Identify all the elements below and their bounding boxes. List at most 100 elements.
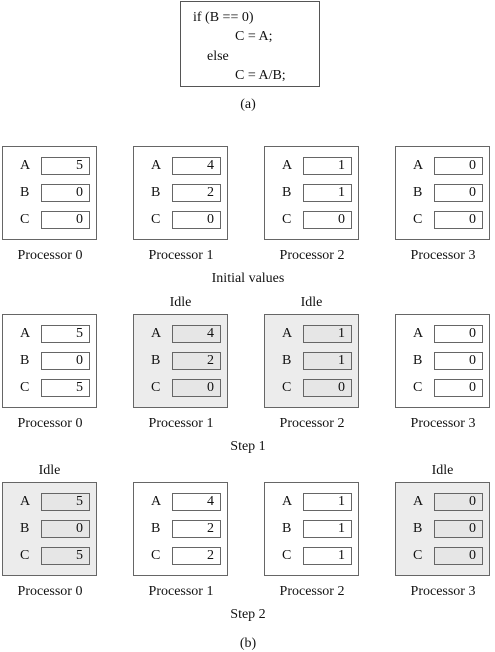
code-line-else-body: C = A/B;	[235, 68, 286, 83]
code-line-if: if (B == 0)	[193, 10, 254, 25]
register-value-b: 0	[434, 520, 483, 538]
caption-a: (a)	[240, 97, 256, 112]
processor-label: Processor 3	[410, 416, 476, 431]
register-value-c: 0	[434, 547, 483, 565]
register-value-c: 2	[172, 547, 221, 565]
idle-label: Idle	[38, 463, 61, 478]
register-label-a: A	[20, 158, 31, 173]
register-label-c: C	[413, 212, 423, 227]
register-label-b: B	[413, 353, 423, 368]
register-label-b: B	[413, 521, 423, 536]
register-label-b: B	[20, 185, 30, 200]
register-value-c: 0	[172, 211, 221, 229]
register-label-b: B	[20, 353, 30, 368]
register-label-b: B	[151, 353, 161, 368]
processor-label: Processor 2	[279, 584, 345, 599]
stage-label: Initial values	[211, 271, 285, 286]
register-value-c: 5	[41, 379, 90, 397]
register-value-b: 0	[41, 520, 90, 538]
register-value-c: 0	[434, 379, 483, 397]
register-value-b: 2	[172, 352, 221, 370]
processor-label: Processor 0	[17, 584, 83, 599]
register-value-a: 1	[303, 493, 352, 511]
register-label-c: C	[151, 380, 161, 395]
register-value-b: 2	[172, 520, 221, 538]
processor-label: Processor 3	[410, 248, 476, 263]
register-value-a: 4	[172, 493, 221, 511]
register-label-a: A	[413, 494, 424, 509]
register-label-b: B	[282, 185, 292, 200]
register-value-b: 0	[434, 352, 483, 370]
register-value-a: 1	[303, 325, 352, 343]
register-label-a: A	[282, 326, 293, 341]
idle-label: Idle	[169, 295, 192, 310]
register-value-b: 0	[41, 352, 90, 370]
register-label-c: C	[282, 380, 292, 395]
register-value-c: 5	[41, 547, 90, 565]
register-label-c: C	[282, 548, 292, 563]
stage-label: Step 2	[230, 607, 266, 622]
register-value-a: 0	[434, 325, 483, 343]
register-value-c: 1	[303, 547, 352, 565]
register-label-b: B	[282, 521, 292, 536]
register-value-b: 1	[303, 520, 352, 538]
register-label-c: C	[151, 548, 161, 563]
register-value-a: 5	[41, 493, 90, 511]
register-value-a: 4	[172, 325, 221, 343]
register-value-c: 0	[172, 379, 221, 397]
register-label-c: C	[282, 212, 292, 227]
register-value-a: 0	[434, 157, 483, 175]
register-value-c: 0	[41, 211, 90, 229]
register-label-c: C	[413, 548, 423, 563]
register-value-a: 5	[41, 157, 90, 175]
code-line-then: C = A;	[235, 29, 273, 44]
register-label-a: A	[413, 158, 424, 173]
caption-b: (b)	[239, 636, 257, 651]
register-label-a: A	[20, 494, 31, 509]
register-label-c: C	[151, 212, 161, 227]
register-value-b: 0	[434, 184, 483, 202]
processor-label: Processor 3	[410, 584, 476, 599]
processor-label: Processor 2	[279, 248, 345, 263]
register-label-b: B	[282, 353, 292, 368]
register-value-c: 0	[434, 211, 483, 229]
register-label-c: C	[20, 212, 30, 227]
register-label-a: A	[282, 158, 293, 173]
register-value-b: 2	[172, 184, 221, 202]
processor-label: Processor 0	[17, 416, 83, 431]
register-label-c: C	[413, 380, 423, 395]
processor-label: Processor 1	[148, 248, 214, 263]
register-label-a: A	[151, 326, 162, 341]
register-value-a: 4	[172, 157, 221, 175]
idle-label: Idle	[431, 463, 454, 478]
register-value-c: 0	[303, 211, 352, 229]
register-label-a: A	[413, 326, 424, 341]
processor-label: Processor 2	[279, 416, 345, 431]
register-value-b: 0	[41, 184, 90, 202]
register-label-a: A	[20, 326, 31, 341]
register-label-b: B	[151, 185, 161, 200]
register-label-a: A	[151, 158, 162, 173]
stage-label: Step 1	[230, 439, 266, 454]
register-value-b: 1	[303, 352, 352, 370]
register-label-b: B	[151, 521, 161, 536]
register-value-a: 0	[434, 493, 483, 511]
register-label-c: C	[20, 548, 30, 563]
register-label-c: C	[20, 380, 30, 395]
register-label-a: A	[282, 494, 293, 509]
register-label-a: A	[151, 494, 162, 509]
register-value-a: 5	[41, 325, 90, 343]
register-value-b: 1	[303, 184, 352, 202]
register-value-c: 0	[303, 379, 352, 397]
register-value-a: 1	[303, 157, 352, 175]
